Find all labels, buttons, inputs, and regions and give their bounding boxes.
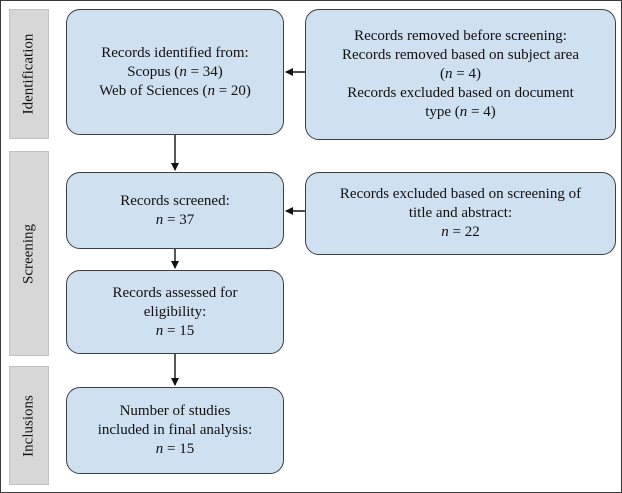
phase-inclusions: Inclusions: [9, 366, 49, 485]
records-removed-box: Records removed before screening: Record…: [305, 9, 616, 140]
records-screened-box: Records screened: n = 37: [66, 172, 284, 249]
records-removed-title: Records removed before screening:: [354, 28, 567, 44]
studies-included-subtitle: included in final analysis:: [97, 422, 253, 438]
records-screened-title: Records screened:: [120, 192, 230, 209]
wos-count: Web of Sciences (n = 20): [99, 82, 251, 99]
phase-identification: Identification: [9, 9, 49, 139]
records-screened-count: n = 37: [155, 211, 195, 228]
records-identified-title: Records identified from:: [101, 44, 249, 61]
scopus-count: Scopus (n = 34): [127, 63, 223, 80]
records-assessed-subtitle: eligibility:: [143, 303, 207, 320]
records-excluded-subtitle: title and abstract:: [408, 205, 513, 221]
subject-area-label: Records removed based on subject area: [342, 47, 579, 63]
records-excluded-count: n = 22: [441, 224, 480, 240]
records-assessed-title: Records assessed for: [112, 284, 238, 301]
document-type-label: Records excluded based on document: [347, 85, 574, 101]
phase-screening: Screening: [9, 151, 49, 356]
records-identified-box: Records identified from: Scopus (n = 34)…: [66, 9, 284, 135]
records-assessed-box: Records assessed for eligibility: n = 15: [66, 270, 284, 354]
studies-included-box: Number of studies included in final anal…: [66, 387, 284, 474]
studies-included-count: n = 15: [155, 441, 195, 457]
records-excluded-title: Records excluded based on screening of: [339, 186, 582, 202]
records-assessed-count: n = 15: [155, 322, 195, 339]
document-type-count: type (n = 4): [425, 104, 496, 120]
studies-included-title: Number of studies: [119, 403, 231, 419]
subject-area-count: (n = 4): [440, 66, 481, 82]
records-excluded-box: Records excluded based on screening of t…: [305, 172, 616, 255]
